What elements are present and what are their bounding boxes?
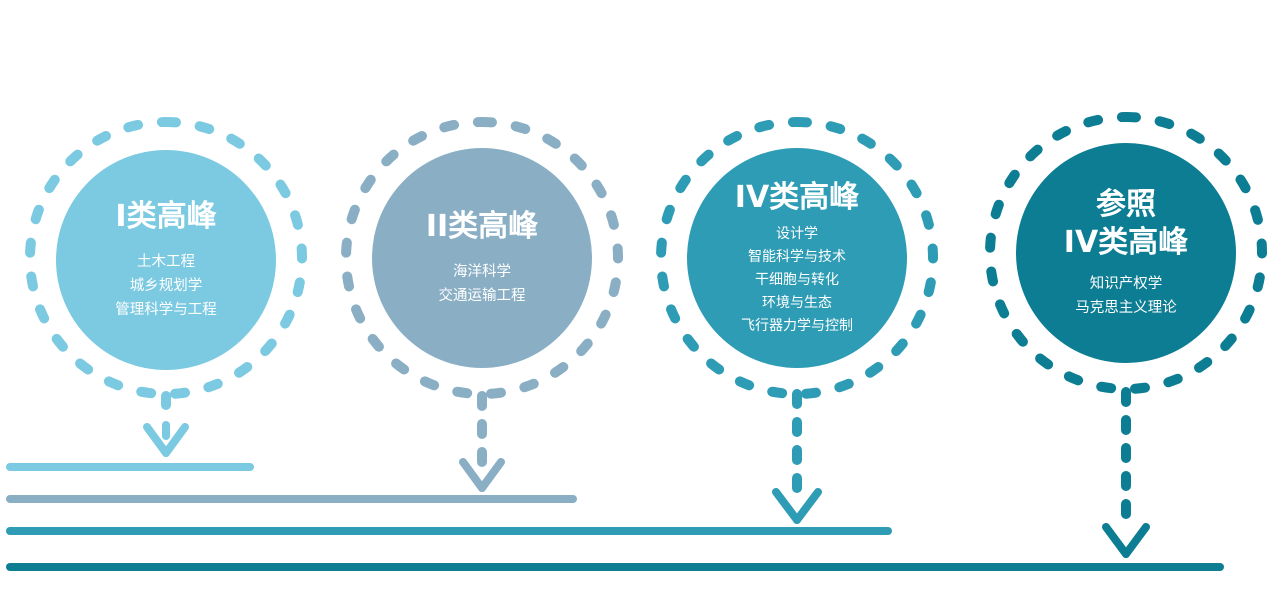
dashed-ring-tier1 (25, 117, 307, 399)
tier3-item: 环境与生态 (762, 294, 832, 311)
tier4-title-line: IV类高峰 (1063, 225, 1189, 260)
tier3-title: IV类高峰 (734, 179, 860, 215)
tier4-title-line: 参照 (1095, 187, 1156, 222)
arrowhead-tier4 (1102, 523, 1150, 558)
tier1-item: 土木工程 (137, 254, 195, 270)
tier3-circle: IV类高峰 设计学 智能科学与技术 干细胞与转化 环境与生态 飞行器力学与控制 (687, 148, 907, 368)
dashed-ring-tier4 (985, 112, 1267, 394)
tier1-item: 管理科学与工程 (115, 302, 217, 318)
tier3-item: 飞行器力学与控制 (741, 317, 853, 334)
tier4-item: 知识产权学 (1089, 276, 1163, 292)
arrowhead-tier3 (772, 488, 822, 524)
tier2-title: II类高峰 (425, 209, 539, 244)
tier1-title: I类高峰 (115, 199, 217, 234)
tier2-item: 交通运输工程 (438, 288, 526, 304)
tier3-item: 智能科学与技术 (748, 248, 846, 265)
tier4-item: 马克思主义理论 (1075, 300, 1177, 316)
tier4-items: 知识产权学 马克思主义理论 (1075, 272, 1177, 320)
tier1-item: 城乡规划学 (129, 278, 203, 294)
tier2-items: 海洋科学 交通运输工程 (439, 260, 526, 308)
tier2-circle: II类高峰 海洋科学 交通运输工程 (372, 148, 592, 368)
tier4-title: 参照 IV类高峰 (1064, 186, 1188, 262)
tier2-item: 海洋科学 (453, 264, 511, 280)
arrowhead-tier1 (143, 421, 189, 457)
tier3-item: 干细胞与转化 (755, 271, 839, 288)
tier3-items: 设计学 智能科学与技术 干细胞与转化 环境与生态 飞行器力学与控制 (741, 223, 853, 338)
tier3-item: 设计学 (776, 225, 818, 242)
tier4-circle: 参照 IV类高峰 知识产权学 马克思主义理论 (1016, 143, 1236, 363)
tier1-circle: I类高峰 土木工程 城乡规划学 管理科学与工程 (56, 150, 276, 370)
dashed-ring-tier2 (341, 117, 623, 399)
dashed-ring-tier3 (656, 117, 938, 399)
arrowhead-tier2 (459, 458, 505, 492)
tier1-items: 土木工程 城乡规划学 管理科学与工程 (115, 250, 217, 322)
